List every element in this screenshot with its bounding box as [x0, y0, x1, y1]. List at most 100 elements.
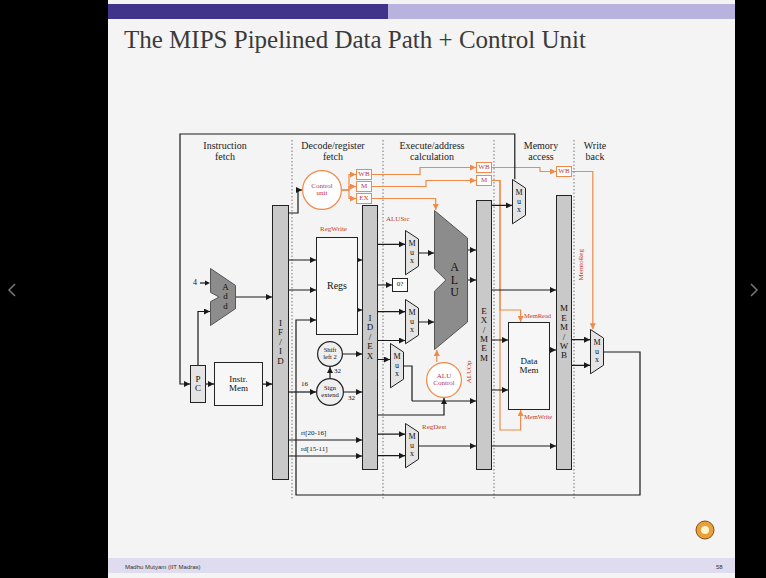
data-wire — [492, 389, 508, 390]
data-wire — [378, 339, 405, 341]
data-wire — [419, 445, 476, 446]
data-wire — [329, 367, 330, 378]
node-label: Sign extend — [320, 385, 340, 399]
node-label: M — [481, 177, 487, 184]
bit-field-label: rd[15-11] — [300, 446, 329, 453]
multiplexer: Mux — [590, 329, 604, 374]
mux-outline — [406, 231, 419, 275]
circle-outline — [303, 171, 342, 210]
alu-outline — [211, 269, 236, 326]
data-wire — [572, 364, 590, 366]
data-wire — [289, 455, 362, 456]
program-counter: PC — [190, 365, 206, 403]
stacked-letter: A — [450, 261, 459, 274]
control-signal: ALUOp — [465, 361, 473, 384]
data-wire — [468, 249, 476, 250]
node-label: Instr. Mem — [223, 375, 255, 394]
data-wire — [296, 320, 640, 495]
control-unit: Control unit — [302, 170, 342, 210]
stacked-letter: d — [222, 302, 229, 311]
stacked-letter: M — [560, 304, 569, 313]
stacked-letter: M — [480, 335, 488, 344]
control-signal: MemWrite — [524, 413, 552, 420]
stacked-letter: E — [560, 314, 569, 323]
data-wire — [378, 284, 392, 285]
header-bar — [108, 4, 388, 19]
data-wire — [468, 279, 476, 280]
stacked-letter: D — [367, 323, 374, 332]
zero-test: 0? — [392, 278, 408, 292]
stacked-letter: x — [515, 206, 522, 214]
stacked-letter: P — [195, 375, 201, 384]
data-wire — [492, 445, 556, 446]
control-wire — [372, 168, 476, 175]
control-wire — [372, 199, 436, 211]
pipeline-register: ID/EX — [362, 205, 378, 470]
node-label: 0? — [397, 281, 404, 288]
data-wire — [289, 259, 316, 260]
stacked-letter: E — [367, 342, 374, 351]
multiplexer: Mux — [405, 230, 419, 275]
stage-heading: Memory access — [521, 140, 561, 162]
mux-outline — [406, 300, 419, 344]
node-label: M — [361, 183, 367, 190]
node-label: IF/ID — [277, 319, 284, 366]
data-wire — [492, 339, 508, 340]
alu-outline — [435, 211, 468, 350]
control-signal: MemRead — [524, 312, 551, 319]
node-label: PC — [195, 375, 201, 394]
control-field: M — [356, 181, 372, 192]
node-label: Mux — [515, 189, 522, 214]
data-wire — [378, 359, 390, 361]
data-wire — [378, 434, 405, 436]
slide-ground — [108, 0, 735, 578]
stacked-letter: D — [277, 357, 284, 366]
stage-heading: Instruction fetch — [196, 140, 254, 162]
circle-outline — [317, 379, 344, 406]
node-label: Mux — [408, 309, 415, 334]
stacked-letter: / — [277, 338, 284, 347]
sign-extend-unit: Sign extend — [316, 378, 344, 406]
stacked-letter: / — [367, 333, 374, 342]
data-wire — [378, 244, 405, 246]
stacked-letter: u — [408, 318, 415, 326]
data-wire — [343, 353, 362, 354]
multiplexer: Mux — [390, 343, 404, 388]
data-wire — [236, 296, 272, 297]
multiplexer: Mux — [405, 423, 419, 468]
control-field: WB — [476, 162, 492, 173]
control-wire — [572, 172, 593, 330]
data-wire — [289, 289, 316, 290]
control-field: EX — [356, 193, 372, 204]
footer-author: Madhu Mutyam (IIT Madras) — [125, 564, 201, 571]
stacked-letter: u — [408, 442, 415, 450]
stage-heading: Execute/address calculation — [392, 140, 472, 162]
institute-logo — [701, 526, 709, 534]
node-label: WB — [358, 171, 369, 178]
mux-outline — [591, 330, 604, 374]
institute-logo — [696, 521, 714, 539]
stacked-letter: B — [560, 351, 569, 360]
stacked-letter: M — [593, 339, 600, 347]
nav-arrow — [751, 284, 757, 296]
stage-heading: Write back — [580, 140, 610, 162]
stacked-letter: M — [515, 189, 522, 197]
register-file: Regs — [316, 237, 358, 335]
node-label: Mux — [408, 240, 415, 265]
page-number: 58 — [716, 564, 723, 571]
control-wire — [492, 168, 556, 172]
stacked-letter: X — [367, 352, 374, 361]
pipeline-register: MEM/WB — [556, 195, 572, 470]
control-signal: ALUSrc — [386, 216, 410, 224]
data-wire — [263, 383, 272, 384]
node-label: Regs — [327, 281, 347, 292]
data-wire — [492, 289, 556, 290]
stacked-letter: / — [560, 333, 569, 342]
node-label: Add — [222, 283, 229, 311]
stacked-letter: A — [222, 283, 229, 292]
alu-control: ALU Control — [426, 362, 462, 398]
stacked-letter: x — [408, 257, 415, 265]
stacked-letter: X — [480, 316, 488, 325]
stacked-letter: u — [593, 348, 600, 356]
